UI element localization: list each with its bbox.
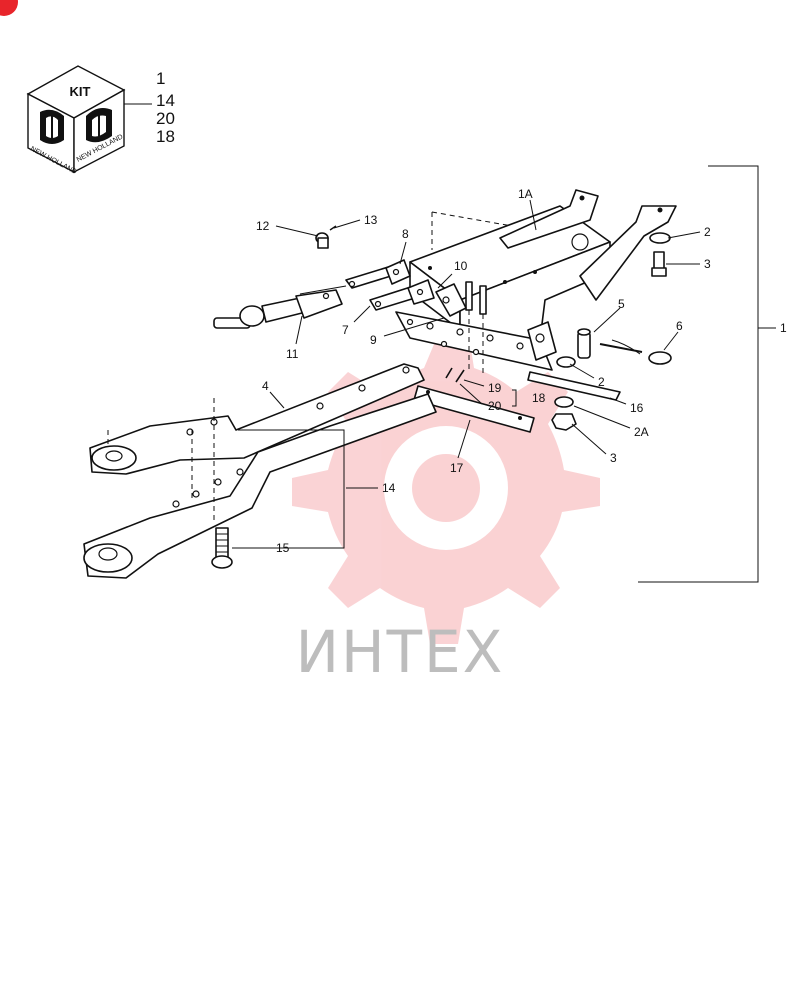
leader-lines [232, 199, 701, 549]
kit-number-list: 1 14 20 18 [156, 69, 175, 146]
corner-marker [0, 0, 18, 16]
link-8 [345, 259, 411, 289]
drawbar-frame [395, 189, 677, 371]
callout-17: 17 [450, 461, 464, 475]
callout-18: 18 [532, 391, 546, 405]
watermark-text: ИНТЕХ [296, 618, 505, 686]
callout-bracket-18 [512, 389, 517, 407]
stabilizer-rod [213, 285, 347, 329]
callout-1: 1 [780, 321, 787, 335]
kit-box: NEW HOLLAND NEW HOLLAND KIT [26, 65, 152, 176]
cotter-pins [445, 367, 465, 383]
callout-11: 11 [286, 347, 299, 361]
callout-3: 3 [704, 257, 711, 271]
callout-12: 12 [256, 219, 270, 233]
kit-number: 14 [156, 91, 175, 110]
clevis-pin [315, 225, 337, 249]
swinging-drawbar [83, 363, 437, 579]
callout-1a: 1A [518, 187, 533, 201]
bolt [651, 251, 667, 277]
new-holland-leaf-icon [86, 108, 112, 143]
callout-7: 7 [342, 323, 349, 337]
callout-2a: 2A [634, 425, 649, 439]
callout-5: 5 [618, 297, 625, 311]
callout-3-lower: 3 [610, 451, 617, 465]
clevis-9 [435, 283, 467, 317]
callout-4: 4 [262, 379, 269, 393]
lock-washer [554, 396, 574, 408]
callout-15: 15 [276, 541, 290, 555]
callout-labels: 1A 2 3 5 6 1 12 13 8 10 7 9 11 4 19 20 1… [256, 187, 787, 555]
callout-2: 2 [704, 225, 711, 239]
callout-2-lower: 2 [598, 375, 605, 389]
callout-13: 13 [364, 213, 378, 227]
callout-14: 14 [382, 481, 396, 495]
watermark [292, 330, 600, 644]
callout-20: 20 [488, 399, 502, 413]
kit-number: 1 [156, 69, 165, 88]
washer [649, 232, 671, 244]
kit-label: KIT [70, 84, 91, 99]
bolts [465, 281, 487, 374]
callout-6: 6 [676, 319, 683, 333]
new-holland-leaf-icon [40, 109, 64, 144]
link-7 [369, 279, 435, 311]
assembly-bracket [638, 165, 759, 583]
wear-strap [413, 385, 535, 433]
callout-19: 19 [488, 381, 502, 395]
linch-pin [599, 339, 672, 365]
callout-10: 10 [454, 259, 468, 273]
nut [551, 413, 577, 431]
callout-8: 8 [402, 227, 409, 241]
kit-number: 18 [156, 127, 175, 146]
pin [577, 328, 591, 359]
callout-16: 16 [630, 401, 644, 415]
drawbar-bolt [211, 527, 233, 569]
callout-9: 9 [370, 333, 377, 347]
kit-number: 20 [156, 109, 175, 128]
callout-bracket-14 [236, 429, 345, 549]
